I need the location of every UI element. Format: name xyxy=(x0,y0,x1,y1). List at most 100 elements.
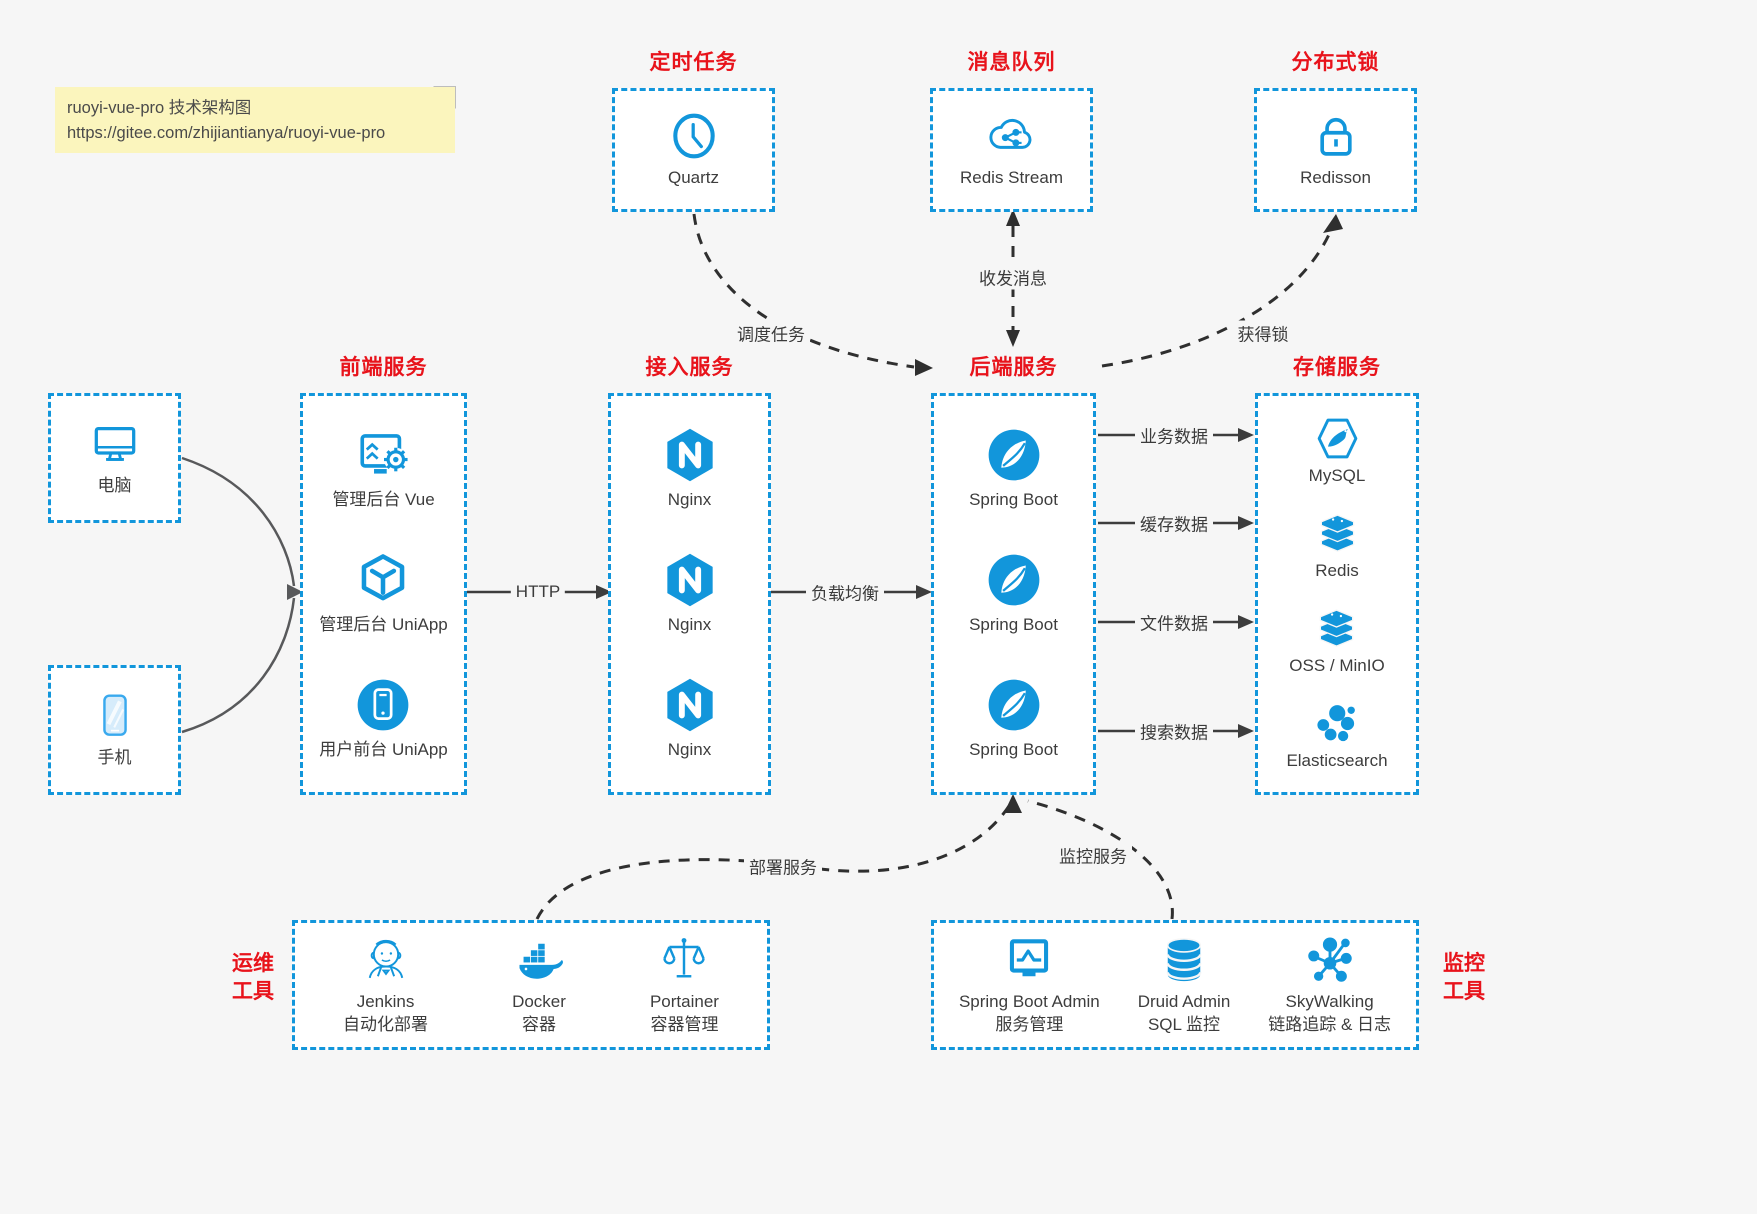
jenkins-icon xyxy=(360,934,412,986)
node-springboot-2-label: Spring Boot xyxy=(969,615,1058,635)
ops-tools-title: 运维 工具 xyxy=(232,952,274,1004)
mobile-app-circle-icon xyxy=(354,676,412,734)
group-box-message-queue: Redis Stream xyxy=(930,88,1093,212)
group-title-backend: 后端服务 xyxy=(969,356,1058,379)
node-nginx-3: Nginx xyxy=(661,676,719,762)
node-springboot-2: Spring Boot xyxy=(969,551,1058,637)
group-title-gateway: 接入服务 xyxy=(645,356,734,379)
portainer-scales-icon xyxy=(658,934,710,986)
node-mobile-label: 手机 xyxy=(97,748,132,768)
group-box-distributed-lock: Redisson xyxy=(1254,88,1417,212)
edge-label-schedule-task: 调度任务 xyxy=(732,320,810,346)
network-cluster-icon xyxy=(1304,934,1356,986)
node-springboot-3: Spring Boot xyxy=(969,676,1058,762)
group-box-frontend: 管理后台 Vue 管理后台 UniApp 用户前台 UniApp xyxy=(300,393,467,795)
edge-label-business-data: 业务数据 xyxy=(1135,422,1213,448)
node-nginx-1-label: Nginx xyxy=(667,489,712,509)
edge-label-monitor-service: 监控服务 xyxy=(1054,842,1132,868)
node-nginx-2-label: Nginx xyxy=(667,615,712,635)
spring-icon xyxy=(985,426,1043,484)
node-mysql-label: MySQL xyxy=(1308,466,1366,486)
node-elasticsearch: Elasticsearch xyxy=(1286,700,1388,773)
node-druid-admin: Druid Admin SQL 监控 xyxy=(1138,934,1230,1037)
edge-label-load-balance: 负载均衡 xyxy=(806,579,884,605)
admin-screen-gear-icon xyxy=(355,426,413,484)
sticky-note: ruoyi-vue-pro 技术架构图 https://gitee.com/zh… xyxy=(55,87,455,153)
node-oss-minio: OSS / MinIO xyxy=(1289,605,1385,678)
node-springboot-1: Spring Boot xyxy=(969,426,1058,512)
node-docker: Docker 容器 xyxy=(512,934,566,1037)
node-spring-boot-admin-label: Spring Boot Admin 服务管理 xyxy=(958,991,1100,1034)
redis-stack-icon xyxy=(1314,510,1361,557)
node-portainer-label: Portainer 容器管理 xyxy=(649,991,719,1034)
node-docker-label: Docker 容器 xyxy=(512,991,566,1034)
group-title-message-queue: 消息队列 xyxy=(967,51,1056,74)
group-box-scheduled-task: Quartz xyxy=(612,88,775,212)
database-icon xyxy=(1158,934,1210,986)
node-redisson-label: Redisson xyxy=(1300,168,1371,188)
edge-label-acquire-lock: 获得锁 xyxy=(1232,320,1294,346)
node-admin-uniapp-label: 管理后台 UniApp xyxy=(319,615,448,635)
node-pc-label: 电脑 xyxy=(97,476,132,496)
node-admin-vue-label: 管理后台 Vue xyxy=(332,489,435,509)
group-title-frontend: 前端服务 xyxy=(339,356,428,379)
edge-label-file-data: 文件数据 xyxy=(1135,609,1213,635)
node-user-uniapp-label: 用户前台 UniApp xyxy=(319,740,448,760)
node-springboot-1-label: Spring Boot xyxy=(969,489,1058,509)
group-box-gateway: Nginx Nginx Nginx xyxy=(608,393,771,795)
node-mysql: MySQL xyxy=(1308,415,1366,488)
node-quartz-label: Quartz xyxy=(667,168,720,188)
node-jenkins: Jenkins 自动化部署 xyxy=(343,934,428,1037)
lock-icon xyxy=(1310,110,1362,162)
node-nginx-2: Nginx xyxy=(661,551,719,637)
note-url: https://gitee.com/zhijiantianya/ruoyi-vu… xyxy=(67,123,386,142)
monitor-chart-icon xyxy=(1003,934,1055,986)
nginx-icon xyxy=(661,426,719,484)
node-quartz: Quartz xyxy=(668,110,720,190)
node-spring-boot-admin: Spring Boot Admin 服务管理 xyxy=(959,934,1100,1037)
spring-icon xyxy=(985,551,1043,609)
nginx-icon xyxy=(661,551,719,609)
group-box-pc-client: 电脑 xyxy=(48,393,181,523)
edge-label-http: HTTP xyxy=(510,582,566,602)
edge-label-send-receive-msg: 收发消息 xyxy=(974,264,1052,290)
redis-stack-icon xyxy=(1313,605,1360,652)
clock-icon xyxy=(668,110,720,162)
node-oss-minio-label: OSS / MinIO xyxy=(1289,656,1385,676)
group-box-ops-tools: Jenkins 自动化部署 Docker 容器 Portainer 容器管理 xyxy=(292,920,770,1050)
node-user-uniapp: 用户前台 UniApp xyxy=(319,676,448,762)
node-redis: Redis xyxy=(1314,510,1361,583)
node-redis-stream: Redis Stream xyxy=(960,110,1063,190)
monitor-tools-title: 监控 工具 xyxy=(1443,952,1485,1004)
cube-icon xyxy=(354,551,412,609)
spring-icon xyxy=(985,676,1043,734)
node-jenkins-label: Jenkins 自动化部署 xyxy=(343,991,429,1034)
node-skywalking: SkyWalking 链路追踪 & 日志 xyxy=(1268,934,1391,1037)
node-portainer: Portainer 容器管理 xyxy=(650,934,719,1037)
node-nginx-1: Nginx xyxy=(661,426,719,512)
edge-label-cache-data: 缓存数据 xyxy=(1135,510,1213,536)
group-box-storage: MySQL Redis OSS / MinIO Elasticsearch xyxy=(1255,393,1419,795)
cloud-share-icon xyxy=(985,110,1037,162)
node-admin-uniapp: 管理后台 UniApp xyxy=(319,551,448,637)
group-title-storage: 存储服务 xyxy=(1293,356,1381,379)
node-pc: 电脑 xyxy=(89,418,141,498)
node-springboot-3-label: Spring Boot xyxy=(969,740,1058,760)
group-box-monitor-tools: Spring Boot Admin 服务管理 Druid Admin SQL 监… xyxy=(931,920,1419,1050)
docker-icon xyxy=(513,934,565,986)
group-box-mobile-client: 手机 xyxy=(48,665,181,795)
node-elasticsearch-label: Elasticsearch xyxy=(1286,751,1388,771)
nginx-icon xyxy=(661,676,719,734)
node-redis-stream-label: Redis Stream xyxy=(960,168,1063,188)
edge-label-search-data: 搜索数据 xyxy=(1135,718,1213,744)
node-skywalking-label: SkyWalking 链路追踪 & 日志 xyxy=(1268,991,1392,1034)
edge-label-deploy-service: 部署服务 xyxy=(744,853,822,879)
node-redisson: Redisson xyxy=(1300,110,1371,190)
mysql-icon xyxy=(1314,415,1361,462)
node-redis-label: Redis xyxy=(1315,561,1359,581)
phone-icon xyxy=(89,690,141,742)
group-title-distributed-lock: 分布式锁 xyxy=(1291,51,1380,74)
node-mobile: 手机 xyxy=(89,690,141,770)
